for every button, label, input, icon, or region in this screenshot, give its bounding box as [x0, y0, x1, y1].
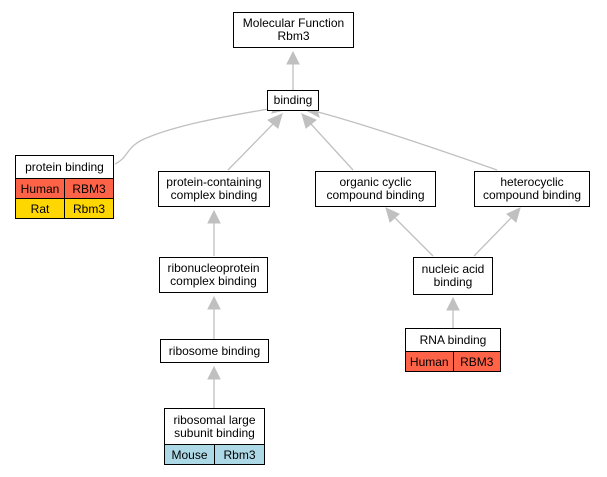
species-cell: Rat: [30, 201, 50, 216]
node-binding[interactable]: binding: [267, 90, 319, 111]
edge-heterocyclic-to-binding: [317, 111, 498, 171]
gene-cell: Rbm3: [214, 445, 264, 464]
species-cell: Mouse: [171, 447, 208, 462]
arrowhead: [207, 365, 221, 380]
edge-organic-cyclic-to-binding: [310, 123, 354, 171]
node-label-line: heterocyclic: [500, 175, 564, 189]
node-label-line: ribosomal large: [173, 412, 256, 427]
annotation-row: Human RBM3: [406, 351, 500, 371]
edge-nucleic-acid-to-organic-cyclic: [394, 217, 434, 257]
node-molecular-function[interactable]: Molecular Function Rbm3: [233, 12, 354, 48]
node-label: ribosomal large subunit binding: [165, 409, 264, 444]
node-label-line: compound binding: [482, 188, 582, 202]
node-label: nucleic acid binding: [414, 258, 492, 294]
arrowhead: [286, 50, 300, 65]
arrowhead: [506, 207, 521, 223]
arrowhead: [446, 296, 460, 311]
node-label: organic cyclic compound binding: [316, 172, 435, 206]
node-label: RNA binding: [419, 332, 487, 347]
arrowhead: [207, 295, 221, 310]
annotation-row: Rat Rbm3: [16, 198, 113, 218]
gene-cell: RBM3: [64, 179, 113, 198]
node-label-line: compound binding: [326, 188, 425, 202]
node-label-line: subunit binding: [174, 425, 255, 440]
node-label: binding: [273, 93, 313, 107]
node-label: Molecular Function Rbm3: [234, 13, 353, 47]
edge-nucleic-acid-to-heterocyclic: [473, 217, 512, 257]
node-label-line: complex binding: [170, 274, 257, 288]
node-heterocyclic-compound-binding[interactable]: heterocyclic compound binding: [474, 171, 590, 207]
node-label-line: binding: [433, 275, 473, 289]
arrowhead: [301, 113, 317, 129]
arrowhead: [207, 209, 221, 224]
node-label: heterocyclic compound binding: [475, 172, 589, 206]
node-label: protein binding: [25, 159, 104, 174]
arrowhead: [385, 207, 400, 223]
node-organic-cyclic-compound-binding[interactable]: organic cyclic compound binding: [315, 171, 436, 207]
gene-cell: RBM3: [452, 352, 501, 371]
edge-protein-containing-to-binding: [227, 123, 274, 171]
annotation-row: Human RBM3: [16, 178, 113, 198]
node-label: ribonucleoprotein complex binding: [160, 258, 267, 292]
node-nucleic-acid-binding[interactable]: nucleic acid binding: [413, 257, 493, 295]
species-cell: Human: [20, 181, 60, 196]
annotation-row: Mouse Rbm3: [165, 444, 264, 464]
node-ribonucleoprotein-complex-binding[interactable]: ribonucleoprotein complex binding: [159, 257, 268, 293]
node-label: protein-containing complex binding: [159, 172, 269, 206]
node-ribosomal-large-subunit-binding[interactable]: ribosomal large subunit binding Mouse Rb…: [164, 408, 265, 465]
node-label-line: organic cyclic: [339, 175, 412, 189]
edge-protein-binding-to-binding: [114, 107, 275, 165]
node-ribosome-binding[interactable]: ribosome binding: [160, 339, 269, 363]
arrowhead: [267, 113, 283, 129]
node-rna-binding[interactable]: RNA binding Human RBM3: [405, 328, 501, 372]
edge-lines: [114, 64, 512, 408]
node-label-line: ribonucleoprotein: [167, 261, 260, 275]
node-label-line: Molecular Function: [242, 16, 345, 30]
node-label-line: nucleic acid: [421, 262, 485, 276]
species-cell: Human: [409, 354, 449, 369]
node-label: ribosome binding: [168, 343, 261, 358]
node-label-line: protein-containing: [166, 175, 262, 189]
node-protein-containing-complex-binding[interactable]: protein-containing complex binding: [158, 171, 270, 207]
gene-cell: Rbm3: [64, 199, 113, 218]
node-label-line: complex binding: [170, 188, 258, 202]
node-protein-binding[interactable]: protein binding Human RBM3 Rat Rbm3: [15, 155, 114, 219]
node-label-line: Rbm3: [277, 29, 310, 43]
